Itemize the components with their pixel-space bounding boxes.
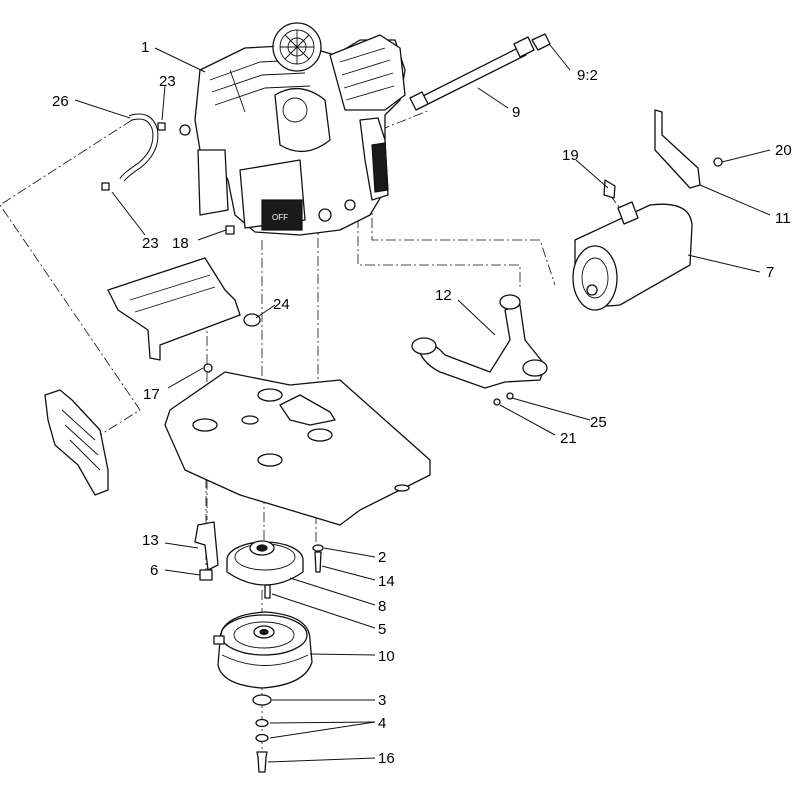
side-bracket <box>44 389 109 496</box>
engine-shield-bracket <box>107 257 261 361</box>
callout-24: 24 <box>273 296 290 313</box>
svg-text:OFF: OFF <box>272 213 288 222</box>
leader-lines <box>74 44 771 763</box>
muffler <box>572 201 693 311</box>
callout-9: 9 <box>512 104 520 121</box>
engine-pulley <box>226 540 304 586</box>
fuel-line <box>409 33 551 111</box>
callout-13: 13 <box>142 532 159 549</box>
key-5 <box>264 584 271 599</box>
callout-7: 7 <box>766 264 774 281</box>
washer-3 <box>252 694 272 706</box>
callout-18: 18 <box>172 235 189 252</box>
engine-bolt-18 <box>225 225 235 235</box>
bolt-16 <box>256 751 268 773</box>
hose-clamp-lower <box>101 182 110 191</box>
muffler-bracket <box>603 109 723 199</box>
lock-washer-lower <box>255 733 269 743</box>
callout-5: 5 <box>378 621 386 638</box>
callout-21: 21 <box>560 430 577 447</box>
callout-17: 17 <box>143 386 160 403</box>
callout-2: 2 <box>378 549 386 566</box>
lock-washer-upper <box>255 718 269 728</box>
idler-bracket <box>194 521 219 571</box>
callout-1: 1 <box>141 39 149 56</box>
callout-23-upper: 23 <box>159 73 176 90</box>
hose-clamp-upper <box>157 122 166 131</box>
spacer-2 <box>312 544 324 552</box>
callout-23-lower: 23 <box>142 235 159 252</box>
nut-6 <box>199 569 213 581</box>
callout-9-2: 9:2 <box>577 67 598 84</box>
callout-labels: 1 23 26 23 18 9:2 9 19 20 11 7 12 24 17 … <box>52 39 792 767</box>
engine: OFF <box>179 22 406 236</box>
engine-deck-plate <box>164 363 431 526</box>
bolt-14 <box>314 551 322 573</box>
callout-16: 16 <box>378 750 395 767</box>
callout-3: 3 <box>378 692 386 709</box>
callout-20: 20 <box>775 142 792 159</box>
callout-4: 4 <box>378 715 386 732</box>
callout-14: 14 <box>378 573 395 590</box>
callout-11: 11 <box>775 210 791 227</box>
callout-12: 12 <box>435 287 452 304</box>
callout-8: 8 <box>378 598 386 615</box>
pto-clutch <box>213 611 313 689</box>
callout-19: 19 <box>562 147 579 164</box>
breather-hose <box>119 113 159 182</box>
callout-26: 26 <box>52 93 69 110</box>
callout-25: 25 <box>590 414 607 431</box>
exhaust-pipe <box>411 294 548 406</box>
callout-6: 6 <box>150 562 158 579</box>
callout-10: 10 <box>378 648 395 665</box>
